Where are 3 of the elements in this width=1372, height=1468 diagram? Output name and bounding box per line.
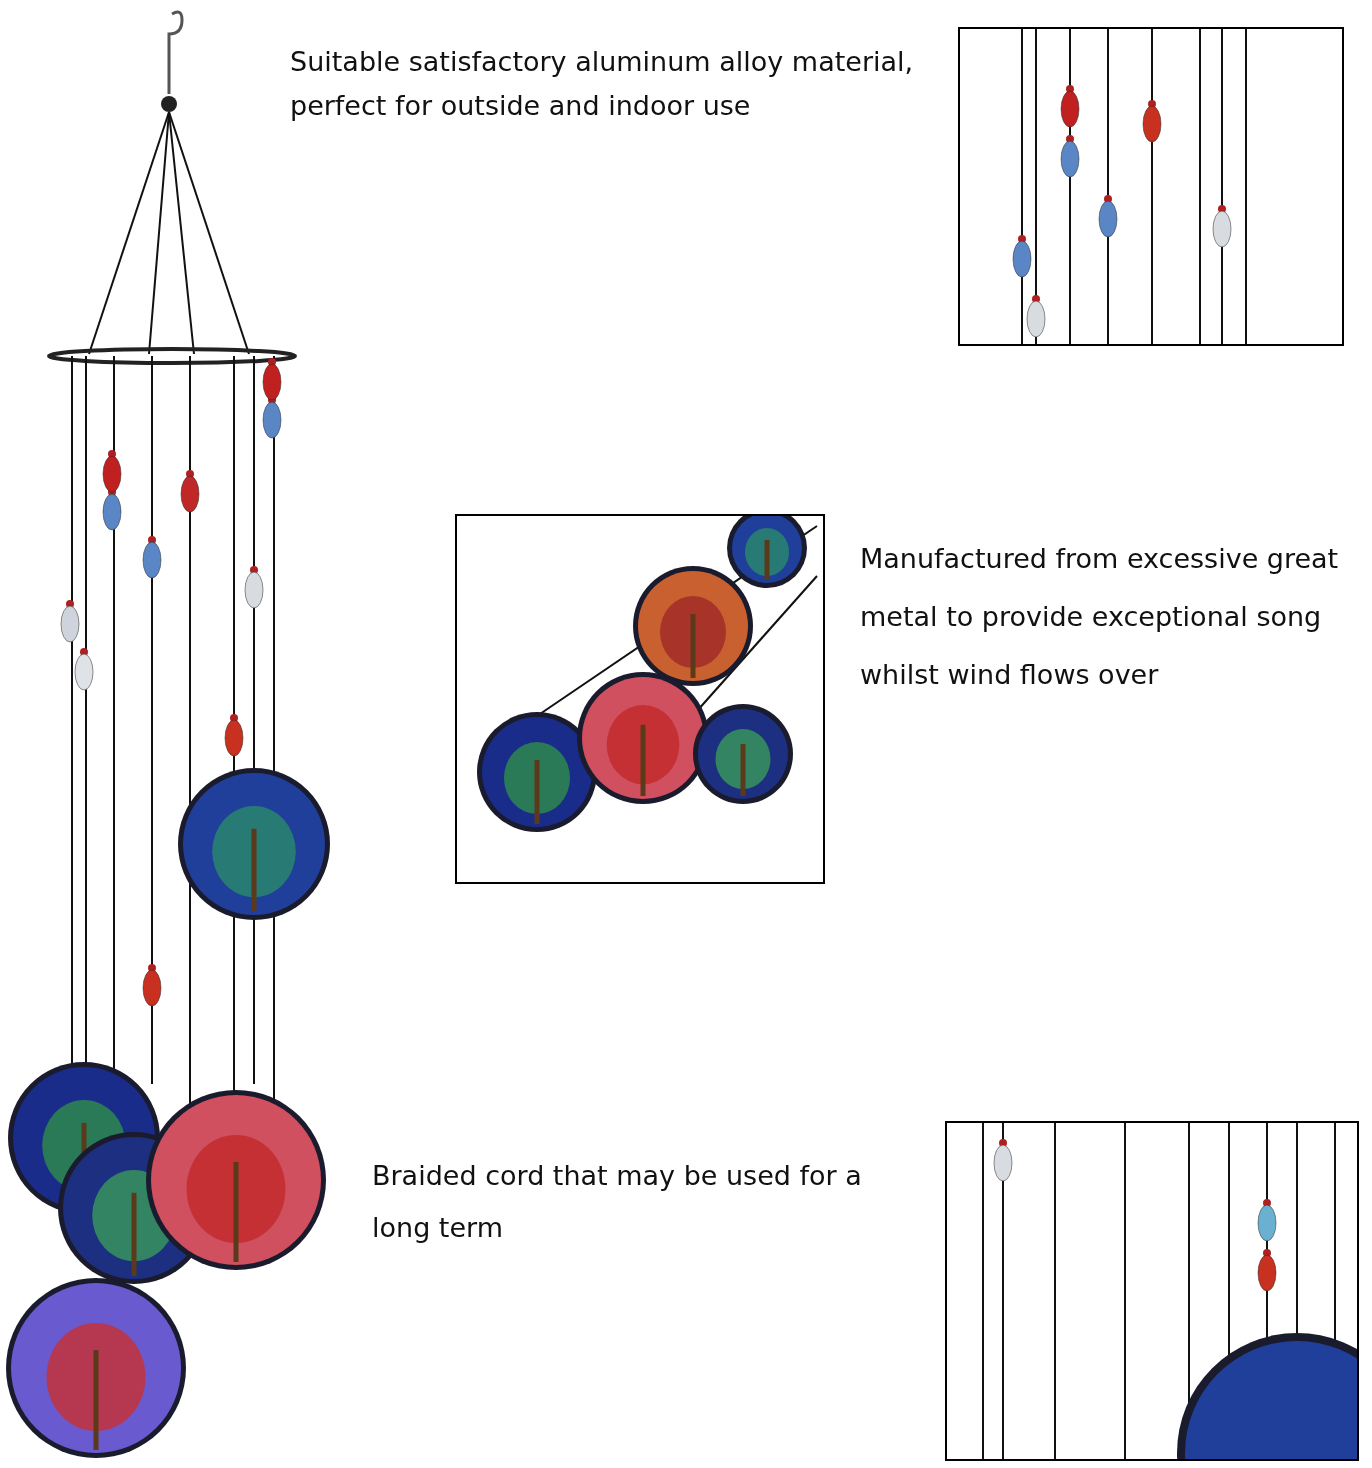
caption-text: Braided cord that may be used for a long term [372, 1159, 863, 1245]
caption-text: Manufactured from excessive great metal to provide exceptional song whilst wind flows over [860, 542, 1340, 692]
caption-text: Suitable satisfactory aluminum alloy material, perfect for outside and indoor use [290, 45, 915, 123]
